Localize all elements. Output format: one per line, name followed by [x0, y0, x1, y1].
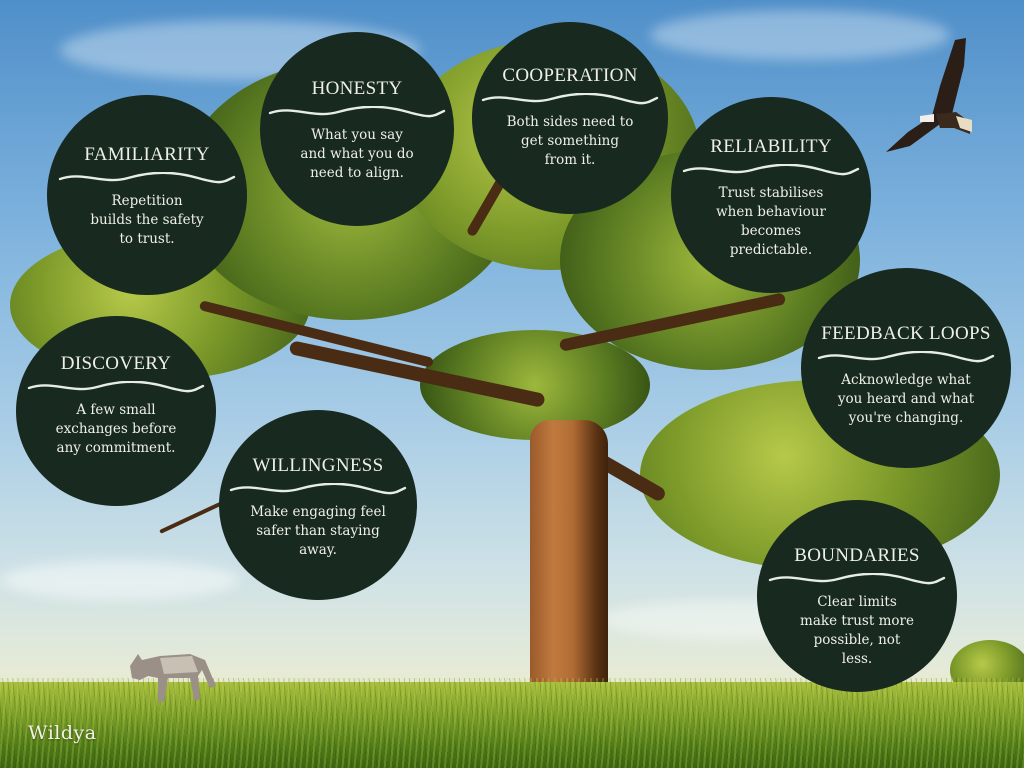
wave-divider-icon [682, 164, 860, 176]
wave-divider-icon [768, 573, 946, 585]
wave-divider-icon [268, 106, 446, 118]
eagle-icon [886, 38, 972, 152]
card-boundaries: BOUNDARIES Clear limits make trust more … [757, 500, 957, 692]
wave-divider-icon [481, 93, 659, 105]
card-title: WILLINGNESS [252, 455, 384, 476]
card-body: Acknowledge what you heard and what you'… [837, 372, 975, 426]
grass-field [0, 682, 1024, 768]
card-title: FAMILIARITY [84, 144, 210, 165]
card-body: Repetition builds the safety to trust. [90, 193, 204, 247]
card-honesty: HONESTY What you say and what you do nee… [260, 32, 454, 226]
card-title: DISCOVERY [60, 353, 172, 374]
card-title: RELIABILITY [710, 136, 832, 157]
card-cooperation: COOPERATION Both sides need to get somet… [472, 22, 668, 214]
card-body: Trust stabilises when behaviour becomes … [716, 185, 826, 258]
card-title: HONESTY [311, 78, 403, 99]
card-body: What you say and what you do need to ali… [300, 127, 414, 181]
wave-divider-icon [27, 381, 205, 393]
card-body: Clear limits make trust more possible, n… [800, 594, 914, 667]
wave-divider-icon [58, 172, 236, 184]
card-feedback-loops: FEEDBACK LOOPS Acknowledge what you hear… [801, 268, 1011, 468]
card-willingness: WILLINGNESS Make engaging feel safer tha… [219, 410, 417, 600]
wave-divider-icon [229, 483, 407, 495]
card-title: FEEDBACK LOOPS [821, 323, 991, 344]
tree-trunk [530, 420, 608, 702]
card-body: A few small exchanges before any commitm… [55, 402, 177, 456]
cloud [650, 10, 950, 60]
card-discovery: DISCOVERY A few small exchanges before a… [16, 316, 216, 506]
wolf-icon [130, 654, 216, 702]
card-title: BOUNDARIES [794, 545, 920, 566]
card-body: Make engaging feel safer than staying aw… [250, 504, 386, 558]
wave-divider-icon [817, 351, 995, 363]
card-title: COOPERATION [502, 65, 638, 86]
grass-texture [0, 678, 1024, 768]
cloud [0, 560, 240, 600]
card-familiarity: FAMILIARITY Repetition builds the safety… [47, 95, 247, 295]
card-reliability: RELIABILITY Trust stabilises when behavi… [671, 97, 871, 293]
card-body: Both sides need to get something from it… [506, 114, 634, 168]
wildya-logo: Wildya [28, 722, 97, 744]
